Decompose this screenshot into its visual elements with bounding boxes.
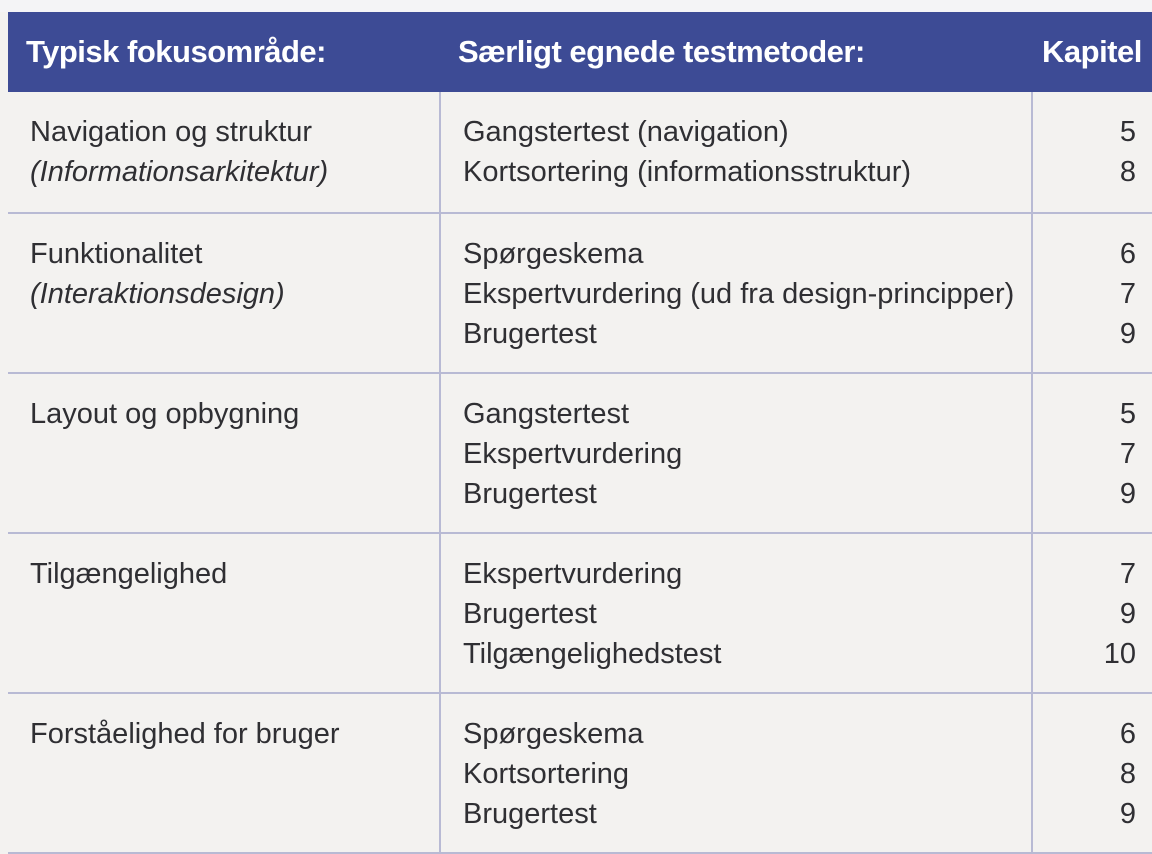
chapter-number: 8 [1119, 758, 1136, 790]
methods-cell: Gangstertest (navigation) Kortsortering … [439, 92, 1032, 214]
chapter-number: 9 [1119, 318, 1136, 350]
method-item: Spørgeskema [463, 718, 644, 750]
page-margin [0, 0, 1152, 12]
method-item: Ekspertvurdering (ud fra design-principp… [463, 278, 1015, 310]
chapter-number: 9 [1119, 598, 1136, 630]
focus-cell: Funktionalitet (Interaktionsdesign) [8, 213, 440, 374]
focus-cell: Navigation og struktur (Informationsarki… [8, 92, 440, 214]
method-item: Brugertest [463, 318, 597, 350]
chapter-number: 5 [1119, 398, 1136, 430]
header-chapter: Kapitel [1032, 12, 1152, 92]
focus-label: Funktionalitet [30, 238, 203, 270]
chapter-cell: 6 7 9 [1031, 213, 1152, 374]
table-row: Tilgængelighed Ekspertvurdering Brugerte… [8, 533, 1152, 694]
method-item: Ekspertvurdering [463, 558, 683, 590]
test-methods-table: Typisk fokusområde: Særligt egnede testm… [8, 12, 1152, 854]
chapter-number: 7 [1119, 558, 1136, 590]
method-item: Spørgeskema [463, 238, 644, 270]
method-item: Gangstertest (navigation) [463, 116, 789, 148]
focus-label: Tilgængelighed [30, 558, 228, 590]
header-test-methods: Særligt egnede testmetoder: [440, 12, 1032, 92]
chapter-cell: 6 8 9 [1031, 693, 1152, 854]
table-header-row: Typisk fokusområde: Særligt egnede testm… [8, 12, 1152, 92]
focus-cell: Tilgængelighed [8, 533, 440, 694]
method-item: Tilgængelighedstest [463, 638, 722, 670]
chapter-cell: 5 8 [1031, 92, 1152, 214]
chapter-cell: 7 9 10 [1031, 533, 1152, 694]
chapter-number: 10 [1103, 638, 1136, 670]
focus-sublabel: (Informationsarkitektur) [30, 156, 329, 188]
methods-cell: Gangstertest Ekspertvurdering Brugertest [439, 373, 1032, 534]
focus-label: Navigation og struktur [30, 116, 313, 148]
focus-label: Forståelighed for bruger [30, 718, 340, 750]
table-row: Layout og opbygning Gangstertest Ekspert… [8, 373, 1152, 534]
chapter-number: 9 [1119, 478, 1136, 510]
focus-cell: Forståelighed for bruger [8, 693, 440, 854]
method-item: Brugertest [463, 598, 597, 630]
table-row: Navigation og struktur (Informationsarki… [8, 92, 1152, 214]
method-item: Gangstertest [463, 398, 630, 430]
focus-label: Layout og opbygning [30, 398, 300, 430]
chapter-number: 9 [1119, 798, 1136, 830]
focus-sublabel: (Interaktionsdesign) [30, 278, 285, 310]
table-row: Forståelighed for bruger Spørgeskema Kor… [8, 693, 1152, 854]
method-item: Ekspertvurdering [463, 438, 683, 470]
chapter-number: 7 [1119, 278, 1136, 310]
header-focus-area: Typisk fokusområde: [8, 12, 440, 92]
methods-cell: Spørgeskema Ekspertvurdering (ud fra des… [439, 213, 1032, 374]
table-row: Funktionalitet (Interaktionsdesign) Spør… [8, 213, 1152, 374]
method-item: Kortsortering (informationsstruktur) [463, 156, 912, 188]
method-item: Kortsortering [463, 758, 630, 790]
methods-cell: Ekspertvurdering Brugertest Tilgængeligh… [439, 533, 1032, 694]
chapter-cell: 5 7 9 [1031, 373, 1152, 534]
method-item: Brugertest [463, 798, 597, 830]
chapter-number: 7 [1119, 438, 1136, 470]
chapter-number: 5 [1119, 116, 1136, 148]
chapter-number: 6 [1119, 238, 1136, 270]
chapter-number: 6 [1119, 718, 1136, 750]
focus-cell: Layout og opbygning [8, 373, 440, 534]
method-item: Brugertest [463, 478, 597, 510]
methods-cell: Spørgeskema Kortsortering Brugertest [439, 693, 1032, 854]
chapter-number: 8 [1119, 156, 1136, 188]
